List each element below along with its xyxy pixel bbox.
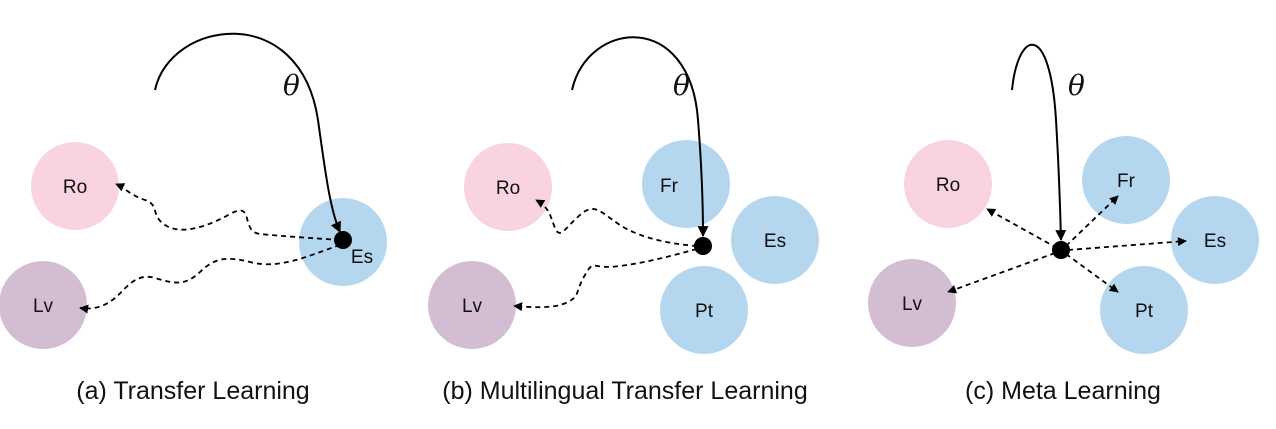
theta-symbol: θ [1068,69,1085,102]
node-lv-label: Lv [462,296,483,317]
meta-arrow-to-pt [1065,253,1119,293]
transfer-arrow-to-ro [535,199,698,247]
node-pt-label: Pt [1135,301,1154,322]
meta-arrow-to-es [1067,237,1187,251]
node-ro-label: Ro [63,177,87,198]
node-lv-circle [868,259,956,347]
node-fr-label: Fr [660,176,679,197]
meta-arrow-to-ro [986,208,1058,249]
caption-transfer-learning: (a) Transfer Learning [76,377,309,405]
node-es-circle [1171,196,1259,284]
transfer-arrow-to-lv [513,248,698,312]
node-pt-label: Pt [695,301,714,322]
theta-point [1052,241,1070,259]
node-es-label: Es [351,247,373,268]
theta-update-arrow [571,36,709,238]
theta-point [694,237,712,255]
theta-symbol: θ [283,69,300,102]
node-lv-label: Lv [902,294,923,315]
theta-symbol: θ [673,69,690,102]
node-ro-circle [904,140,992,228]
node-es-circle [731,196,819,284]
panel-multilingual-transfer-learning: Ro Lv Fr Es Pt θ (b) Multilingual Transf… [428,36,819,405]
meta-arrow-to-lv [947,252,1056,294]
node-fr-circle [642,140,730,228]
node-pt-circle [660,266,748,354]
meta-arrow-to-fr [1065,195,1119,247]
node-ro-circle [31,142,119,230]
node-fr-label: Fr [1117,171,1136,192]
caption-meta-learning: (c) Meta Learning [965,377,1161,405]
node-ro-label: Ro [936,175,960,196]
node-es-label: Es [1204,231,1226,252]
panel-meta-learning: Ro Lv Fr Es Pt θ (c) Meta Learning [868,44,1259,405]
node-pt-circle [1100,266,1188,354]
node-fr-circle [1082,136,1170,224]
theta-update-arrow [154,32,341,234]
panel-transfer-learning: Ro Lv Es θ (a) Transfer Learning [0,32,387,405]
caption-multilingual-transfer-learning: (b) Multilingual Transfer Learning [442,377,807,405]
node-lv-circle [0,261,87,349]
transfer-arrow-to-lv [79,244,341,314]
transfer-arrow-to-ro [115,183,341,241]
node-es-label: Es [764,231,786,252]
theta-point [334,231,352,249]
node-lv-circle [428,261,516,349]
theta-update-arrow [1011,44,1067,242]
node-lv-label: Lv [33,296,54,317]
node-ro-circle [464,143,552,231]
node-ro-label: Ro [496,178,520,199]
